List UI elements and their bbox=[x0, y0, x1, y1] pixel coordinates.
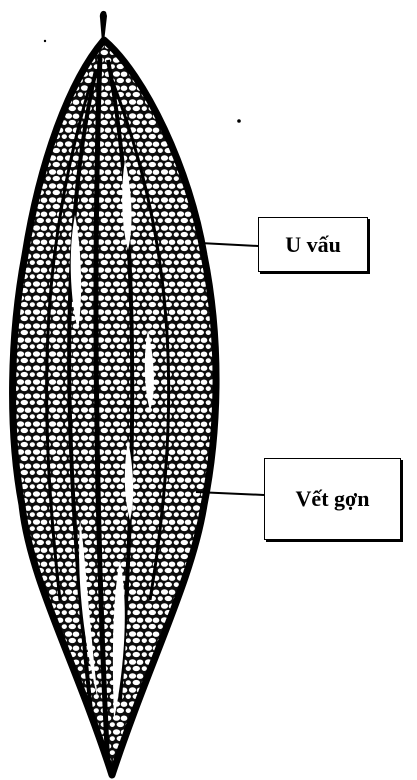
speck-mark bbox=[44, 40, 46, 42]
label-bottom: Vết gợn bbox=[264, 458, 401, 540]
speck-mark bbox=[237, 119, 241, 123]
label-top: U vấu bbox=[258, 217, 368, 272]
leader-line-top bbox=[200, 243, 258, 246]
